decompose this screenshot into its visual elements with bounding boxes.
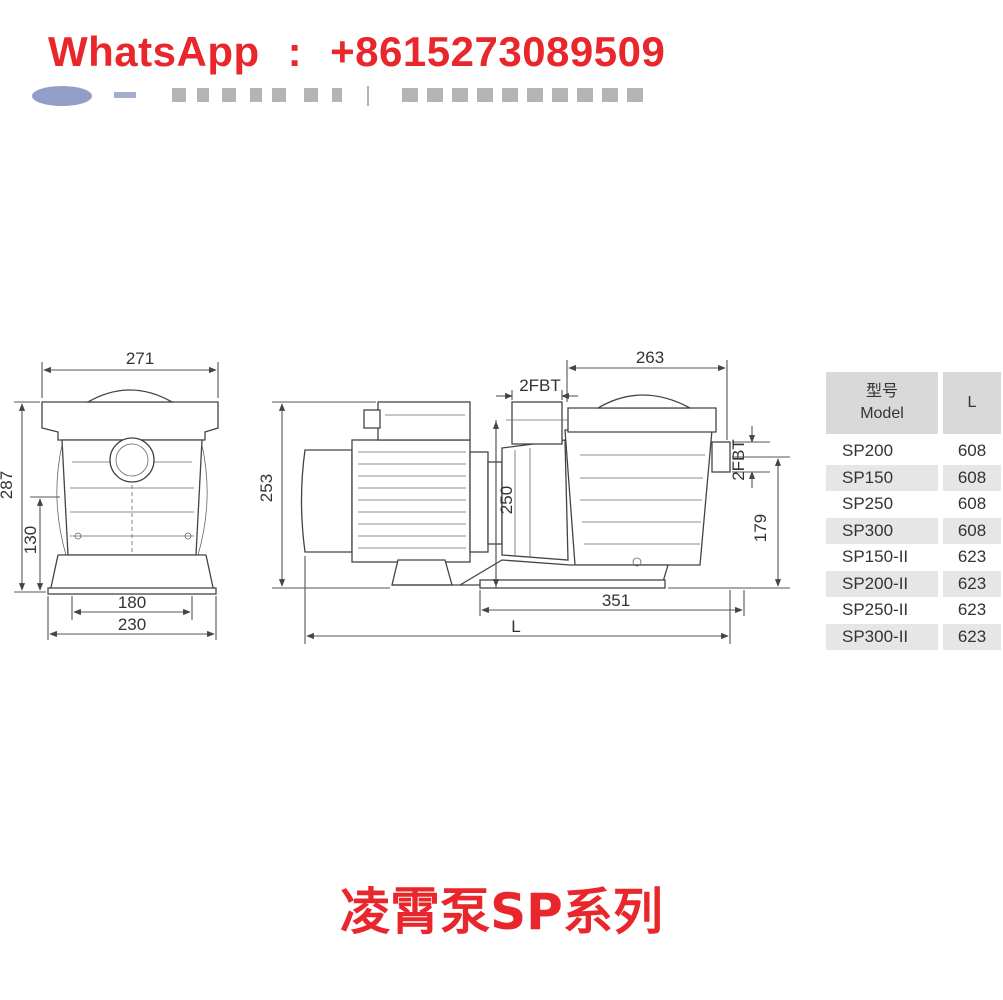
model-cell: SP250 (842, 494, 894, 514)
model-cell: SP300-II (826, 623, 938, 650)
length-cell: 608 (943, 464, 1001, 491)
table-row: SP150-II 623 (826, 544, 1001, 571)
dim-side-L: L (511, 617, 520, 636)
header-model-cn: 型号 (865, 383, 898, 400)
model-cell: SP150-II (842, 547, 909, 567)
length-cell: 623 (943, 570, 1001, 597)
dim-front-287: 287 (0, 471, 16, 499)
side-view: 263 2FBT 253 250 2FBT 179 351 (257, 348, 790, 644)
whatsapp-label: WhatsApp (48, 28, 260, 75)
whatsapp-phone: +8615273089509 (330, 28, 666, 75)
dim-front-271: 271 (126, 349, 154, 368)
length-cell: 623 (957, 600, 987, 620)
length-cell: 608 (957, 441, 987, 461)
dim-side-351: 351 (602, 591, 630, 610)
model-cell: SP250-II (842, 600, 909, 620)
table-row: SP250-II 623 (826, 597, 1001, 624)
length-cell: 608 (957, 494, 987, 514)
length-cell: 623 (943, 623, 1001, 650)
table-header: 型号 Model L (826, 372, 1001, 434)
model-cell: SP300 (826, 517, 938, 544)
dim-front-230: 230 (118, 615, 146, 634)
front-view: 271 287 130 180 230 (0, 349, 219, 640)
dim-side-253: 253 (257, 474, 276, 502)
header-model-en: Model (860, 405, 904, 422)
dim-front-180: 180 (118, 593, 146, 612)
model-cell: SP150 (826, 464, 938, 491)
whatsapp-watermark: WhatsApp: +8615273089509 (48, 28, 665, 76)
header-model-cell: 型号 Model (826, 372, 938, 434)
length-cell: 623 (957, 547, 987, 567)
table-row: SP250 608 (826, 491, 1001, 518)
dim-side-263: 263 (636, 348, 664, 367)
model-cell: SP200-II (826, 570, 938, 597)
brand-logo-strip (32, 86, 643, 106)
dim-front-130: 130 (21, 526, 40, 554)
dim-side-inlet: 2FBT (729, 439, 748, 481)
dim-side-outlet: 2FBT (519, 376, 561, 395)
model-cell: SP200 (842, 441, 894, 461)
header-length-cell: L (943, 372, 1001, 434)
dim-side-250: 250 (497, 486, 516, 514)
length-cell: 608 (943, 517, 1001, 544)
watermark-separator: : (287, 28, 303, 75)
series-caption: 凌霄泵SP系列 (340, 883, 663, 941)
dim-side-179: 179 (751, 514, 770, 542)
table-row: SP200 608 (826, 438, 1001, 465)
